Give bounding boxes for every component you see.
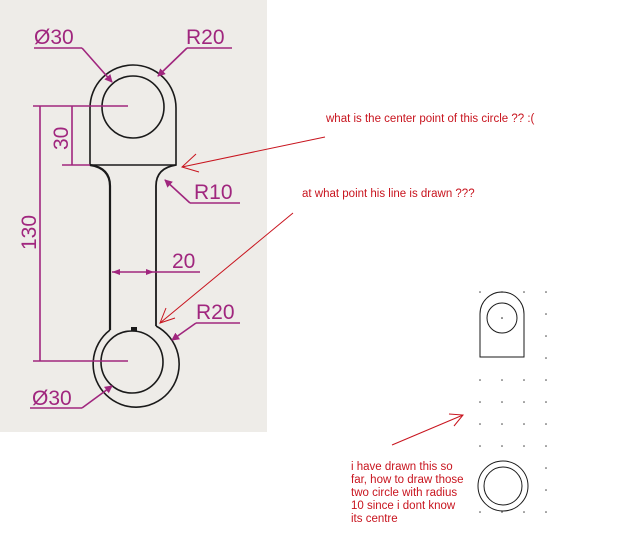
center-question-note: what is the center point of this circle … — [326, 113, 535, 125]
user-sketch — [477, 291, 547, 513]
progress-note-line: 10 since i dont know — [351, 500, 456, 512]
dim-radius-bottom-label: R20 — [196, 301, 235, 324]
top-hole-circle — [101, 75, 165, 139]
line-question-arrow — [159, 212, 294, 324]
line-question-note: at what point his line is drawn ??? — [302, 188, 475, 200]
dim-130-label: 130 — [18, 215, 41, 250]
dim-radius-top-leader — [157, 47, 188, 77]
bottom-boss-outline — [92, 325, 180, 408]
cad-drawing-panel — [0, 0, 267, 432]
progress-note-line: two circle with radius — [351, 487, 458, 499]
dim-radius-top-label: R20 — [186, 26, 225, 49]
dim-20-label: 20 — [172, 250, 195, 273]
dim-diameter-top-leader — [81, 47, 113, 83]
tangent-point-marker — [131, 327, 137, 331]
bottom-hole-circle — [100, 330, 164, 394]
dim-diameter-bottom-label: Ø30 — [32, 387, 72, 410]
progress-arrow — [391, 414, 464, 446]
connecting-rod-part — [89, 64, 180, 408]
dim-radius-bottom-leader — [171, 322, 197, 341]
progress-note-line: i have drawn this so — [351, 461, 453, 473]
top-boss-outline — [89, 64, 177, 166]
dim-30-label: 30 — [50, 127, 73, 150]
dim-radius-fillet-label: R10 — [194, 181, 233, 204]
dim-diameter-top-label: Ø30 — [34, 26, 74, 49]
sketch-grid — [479, 291, 547, 513]
progress-note: i have drawn this so far, how to draw th… — [351, 461, 481, 526]
progress-note-line: far, how to draw those — [351, 474, 464, 486]
dimensions — [30, 47, 240, 409]
sketch-top-hole — [486, 302, 518, 334]
progress-note-line: its centre — [351, 513, 398, 525]
sketch-bottom-hole — [483, 466, 523, 506]
rod-right-edge — [155, 164, 177, 326]
rod-left-edge — [89, 163, 112, 330]
dim-radius-fillet-leader — [164, 179, 191, 204]
dimension-labels: Ø30 R20 30 130 R10 20 R20 Ø30 — [18, 26, 235, 410]
annotation-arrows — [159, 136, 464, 446]
dim-diameter-bottom-leader — [81, 385, 113, 409]
center-question-arrow — [181, 136, 326, 168]
sketch-top-boss — [479, 291, 525, 358]
sketch-bottom-outer — [477, 460, 529, 512]
